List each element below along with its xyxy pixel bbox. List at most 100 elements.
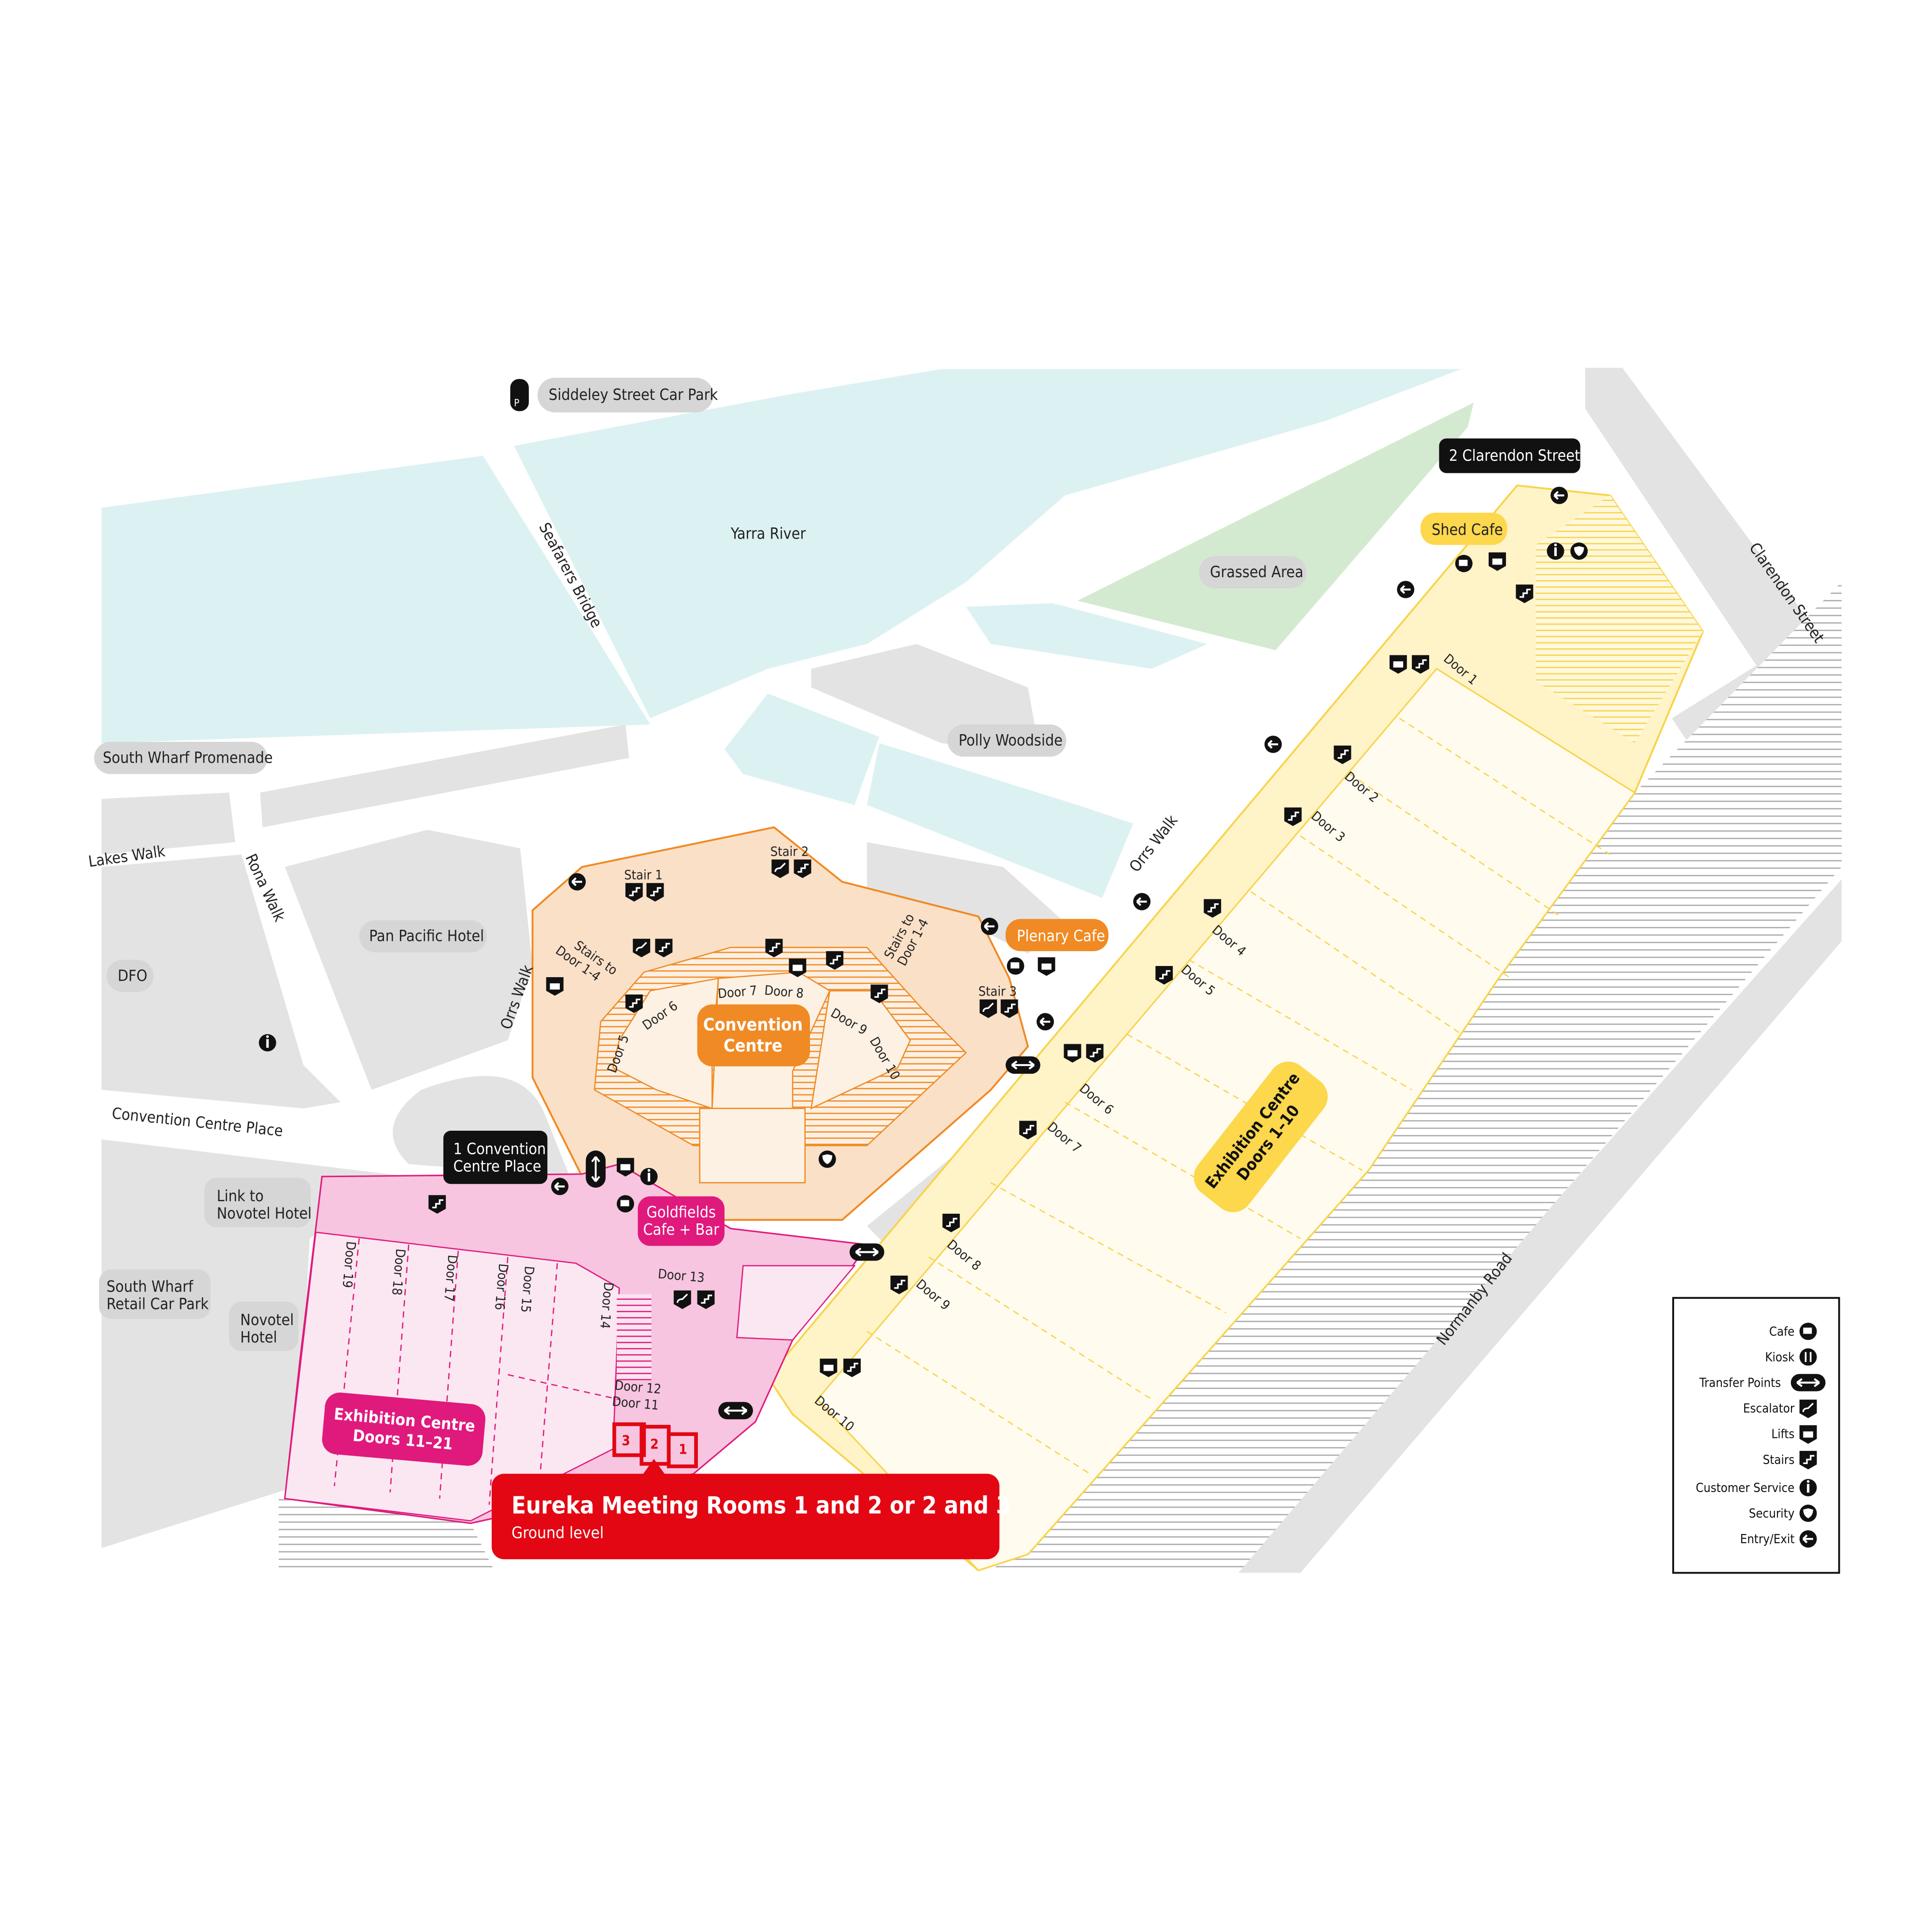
lift-icon bbox=[616, 1158, 634, 1177]
kiosk-icon bbox=[1799, 1348, 1817, 1366]
stairs-icon bbox=[890, 1276, 908, 1294]
cafe-icon bbox=[1799, 1322, 1817, 1340]
shed-cafe-label: Shed Cafe bbox=[1432, 521, 1503, 539]
stairs-icon bbox=[625, 994, 643, 1013]
security-icon bbox=[1799, 1505, 1817, 1522]
lift-icon bbox=[1799, 1425, 1817, 1444]
security-icon bbox=[818, 1151, 836, 1168]
room-1[interactable] bbox=[667, 1432, 698, 1468]
polly-woodside-label: Polly Woodside bbox=[959, 731, 1063, 750]
stairs-icon bbox=[794, 859, 811, 878]
info-icon bbox=[258, 1034, 276, 1051]
lift-icon bbox=[789, 958, 807, 978]
lift-icon bbox=[1064, 1044, 1081, 1063]
escalator-icon bbox=[1799, 1399, 1817, 1419]
water bbox=[101, 369, 1462, 898]
stairs-icon bbox=[697, 1290, 715, 1309]
svg-text:P: P bbox=[514, 397, 519, 409]
room-3-label: 3 bbox=[622, 1433, 630, 1449]
two-clarendon-label: 2 Clarendon Street bbox=[1449, 446, 1580, 465]
grassed-area-label: Grassed Area bbox=[1210, 563, 1303, 581]
door-label-c8: Door 8 bbox=[764, 983, 804, 1001]
cafe-icon bbox=[1455, 554, 1473, 572]
yarra-river-label: Yarra River bbox=[730, 524, 806, 542]
lift-icon bbox=[1037, 957, 1055, 976]
entry-exit-icon bbox=[551, 1178, 568, 1195]
callout-subtitle: Ground level bbox=[511, 1523, 604, 1542]
stairs-icon bbox=[843, 1358, 861, 1378]
room-3[interactable] bbox=[612, 1422, 646, 1457]
legend-label: Security bbox=[1749, 1506, 1795, 1521]
stairs-icon bbox=[655, 938, 673, 958]
vertical-transfer-icon bbox=[585, 1151, 606, 1188]
stairs-icon bbox=[765, 938, 783, 958]
legend-label: Customer Service bbox=[1696, 1481, 1795, 1495]
siddeley-car-park-label: Siddeley Street Car Park bbox=[549, 385, 718, 404]
entry-exit-icon bbox=[1799, 1530, 1817, 1548]
info-icon bbox=[1547, 542, 1564, 560]
callout-title: Eureka Meeting Rooms 1 and 2 or 2 and 3 bbox=[511, 1492, 1011, 1519]
meeting-rooms-callout: Eureka Meeting Rooms 1 and 2 or 2 and 3 … bbox=[491, 1459, 1011, 1560]
cafe-icon bbox=[616, 1195, 634, 1213]
plenary-cafe-label: Plenary Cafe bbox=[1017, 927, 1105, 945]
stairs-icon bbox=[625, 883, 643, 902]
stairs-icon bbox=[1799, 1450, 1817, 1470]
legend-label: Transfer Points bbox=[1699, 1376, 1781, 1391]
stair-3-label: Stair 3 bbox=[979, 984, 1017, 999]
stairs-icon bbox=[1155, 966, 1173, 985]
cafe-icon bbox=[1007, 957, 1024, 975]
room-1-label: 1 bbox=[679, 1441, 687, 1457]
info-icon bbox=[640, 1167, 658, 1185]
south-wharf-promenade-label: South Wharf Promenade bbox=[103, 748, 273, 767]
legend-label: Entry/Exit bbox=[1740, 1532, 1795, 1547]
legend-label: Escalator bbox=[1743, 1402, 1795, 1416]
entry-exit-icon bbox=[1397, 581, 1415, 598]
stairs-icon bbox=[1204, 899, 1222, 918]
stairs-icon bbox=[1086, 1044, 1104, 1063]
pan-pacific-hotel-label: Pan Pacific Hotel bbox=[369, 927, 484, 945]
stairs-icon bbox=[826, 951, 844, 970]
door-label-c7: Door 7 bbox=[717, 983, 758, 1002]
entry-exit-icon bbox=[1264, 736, 1282, 753]
lift-icon bbox=[546, 977, 564, 996]
stair-1-label: Stair 1 bbox=[624, 868, 662, 883]
escalator-icon bbox=[633, 938, 651, 958]
info-icon bbox=[1799, 1479, 1817, 1496]
security-icon bbox=[1570, 542, 1588, 560]
legend-label: Cafe bbox=[1769, 1324, 1795, 1339]
entry-exit-icon bbox=[568, 873, 586, 891]
escalator-icon bbox=[980, 999, 997, 1018]
parking-icon bbox=[510, 379, 529, 412]
stairs-icon bbox=[1334, 745, 1351, 765]
entry-exit-icon bbox=[980, 918, 998, 935]
stairs-icon bbox=[1516, 584, 1534, 603]
stairs-icon bbox=[1019, 1121, 1037, 1139]
lift-icon bbox=[1389, 655, 1407, 674]
stairs-icon bbox=[1412, 655, 1429, 674]
transfer-icon bbox=[1790, 1374, 1826, 1392]
transfer-icon bbox=[718, 1402, 753, 1420]
lift-icon bbox=[1489, 552, 1506, 571]
stairs-icon bbox=[1000, 999, 1018, 1018]
lift-icon bbox=[820, 1358, 838, 1378]
transfer-icon bbox=[849, 1243, 884, 1261]
escalator-icon bbox=[771, 859, 789, 878]
dfo-label: DFO bbox=[118, 966, 147, 985]
stairs-icon bbox=[428, 1195, 446, 1214]
entry-exit-icon bbox=[1037, 1013, 1054, 1031]
stair-2-label: Stair 2 bbox=[770, 844, 809, 859]
entry-exit-icon bbox=[1133, 893, 1151, 910]
legend-label: Stairs bbox=[1763, 1453, 1795, 1467]
stairs-icon bbox=[1284, 807, 1302, 826]
stairs-icon bbox=[870, 984, 888, 1003]
room-2-label: 2 bbox=[650, 1436, 659, 1452]
entry-exit-icon bbox=[1550, 486, 1568, 504]
stairs-icon bbox=[646, 883, 664, 902]
